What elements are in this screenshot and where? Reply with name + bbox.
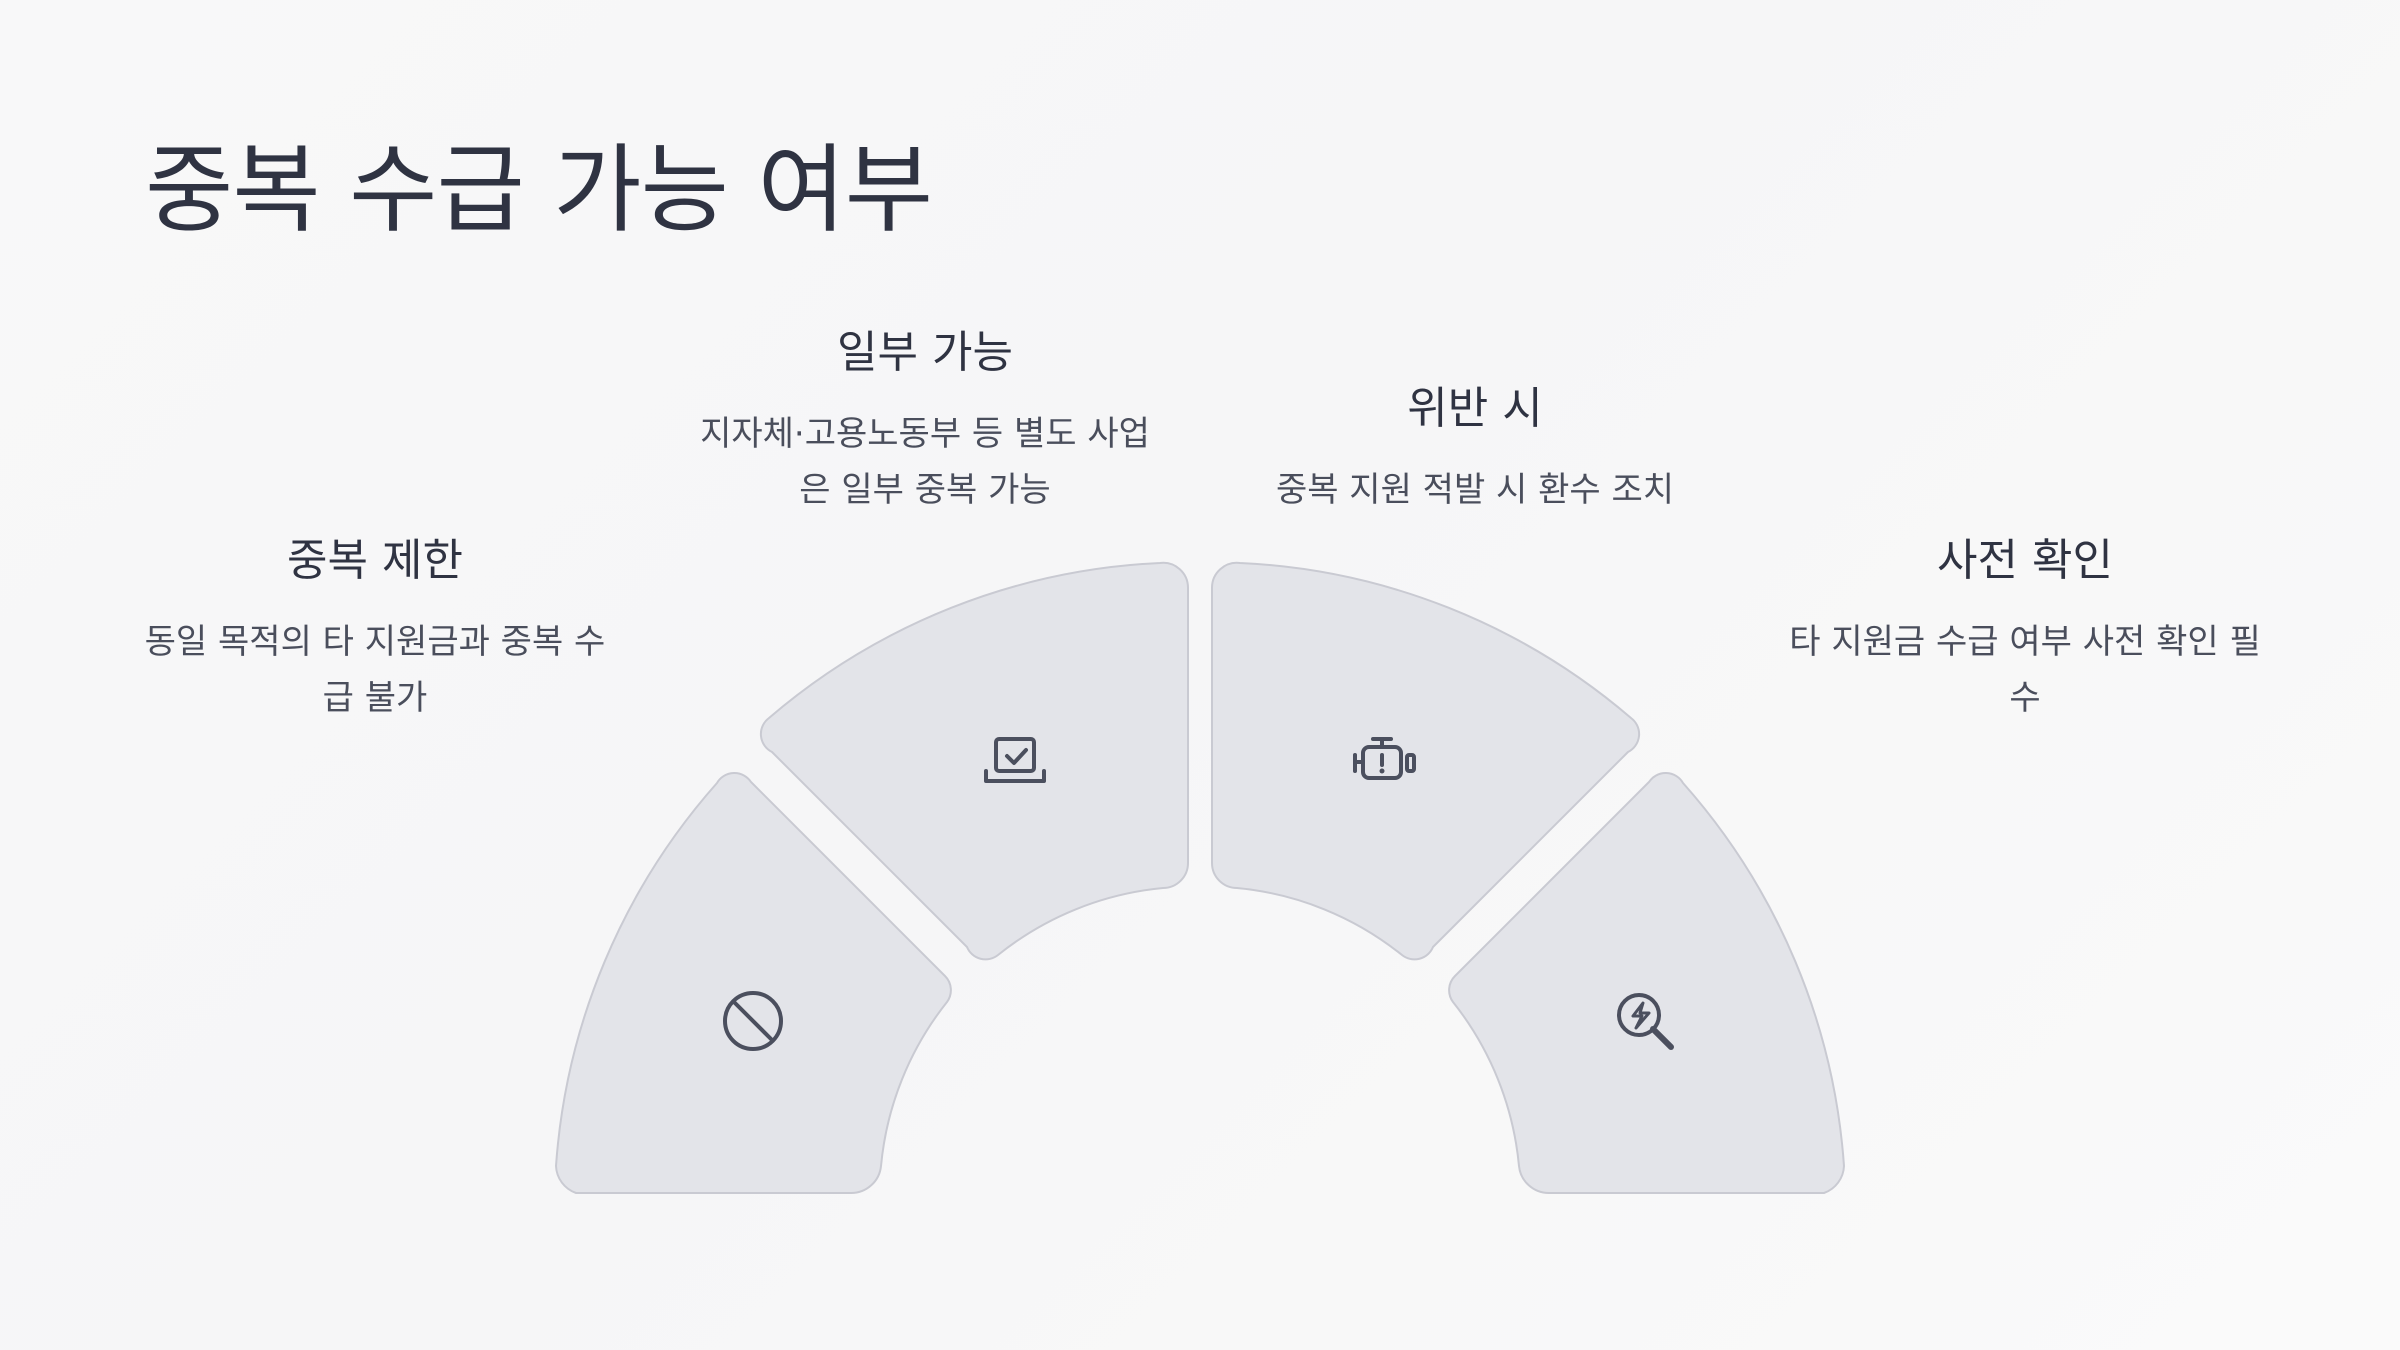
search-bolt-icon: [1617, 993, 1674, 1050]
label-heading: 위반 시: [1407, 383, 1543, 434]
label-violation: 위반 시 중복 지원 적발 시 환수 조치: [1225, 383, 1725, 518]
segment-shape-2: [1210, 561, 1641, 961]
prohibited-icon: [723, 991, 783, 1051]
segment-duplicate-restricted[interactable]: [554, 772, 952, 1195]
segment-pre-check[interactable]: [1448, 772, 1846, 1195]
label-pre-check: 사전 확인 타 지원금 수급 여부 사전 확인 필 수: [1765, 535, 2285, 726]
label-line: 은 일부 중복 가능: [799, 469, 1051, 510]
segment-shape-0: [554, 772, 952, 1195]
label-line: 수: [2009, 677, 2041, 718]
segment-shape-1: [759, 561, 1190, 961]
segment-partially-allowed[interactable]: [759, 561, 1190, 961]
label-line: 중복 지원 적발 시 환수 조치: [1275, 469, 1675, 510]
label-heading: 사전 확인: [1937, 535, 2113, 586]
label-description: 타 지원금 수급 여부 사전 확인 필 수: [1765, 614, 2285, 726]
label-line: 동일 목적의 타 지원금과 중복 수: [144, 621, 606, 662]
label-line: 타 지원금 수급 여부 사전 확인 필: [1789, 621, 2261, 662]
label-description: 동일 목적의 타 지원금과 중복 수 급 불가: [125, 614, 625, 726]
label-heading: 일부 가능: [837, 327, 1013, 378]
segment-violation[interactable]: [1210, 561, 1641, 961]
label-description: 중복 지원 적발 시 환수 조치: [1225, 462, 1725, 518]
label-heading: 중복 제한: [287, 535, 463, 586]
label-line: 지자체·고용노동부 등 별도 사업: [700, 413, 1150, 454]
engine-warning-icon: [1353, 737, 1416, 780]
page-title: 중복 수급 가능 여부: [145, 134, 933, 246]
label-duplicate-restricted: 중복 제한 동일 목적의 타 지원금과 중복 수 급 불가: [125, 535, 625, 726]
laptop-check-icon: [984, 737, 1046, 783]
label-partially-allowed: 일부 가능 지자체·고용노동부 등 별도 사업 은 일부 중복 가능: [675, 327, 1175, 518]
segment-shape-3: [1448, 772, 1846, 1195]
label-description: 지자체·고용노동부 등 별도 사업 은 일부 중복 가능: [675, 406, 1175, 518]
label-line: 급 불가: [322, 677, 428, 718]
